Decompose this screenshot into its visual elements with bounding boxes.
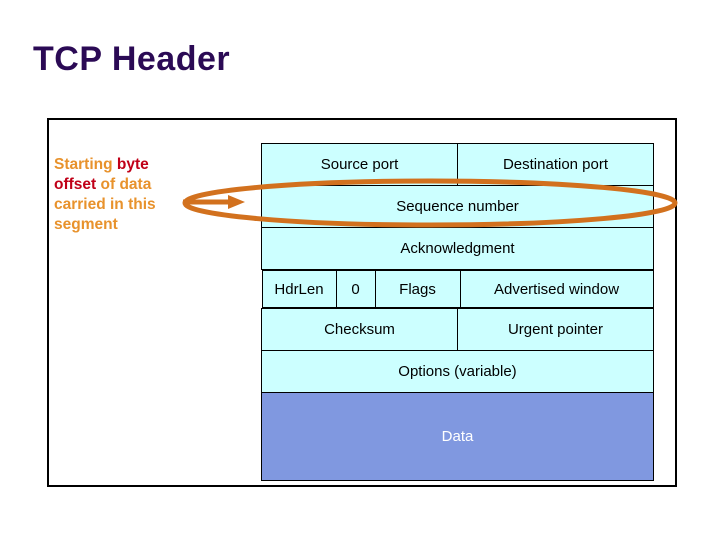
- header-row-sequence: Sequence number: [261, 185, 654, 228]
- annotation-line4: segment: [54, 216, 118, 233]
- field-sequence-number: Sequence number: [261, 185, 654, 228]
- field-data-payload: Data: [261, 392, 654, 481]
- field-urgent-pointer: Urgent pointer: [457, 308, 654, 351]
- annotation-line2-suffix: of data: [96, 176, 152, 193]
- content-frame: [47, 118, 677, 487]
- annotation-line1-prefix: Starting: [54, 156, 117, 173]
- header-row-flags: HdrLen 0 Flags Advertised window: [261, 270, 654, 309]
- field-flags: Flags: [374, 270, 461, 308]
- field-source-port: Source port: [261, 143, 458, 186]
- annotation-line3: carried in this: [54, 196, 156, 213]
- field-hdr-len: HdrLen: [261, 270, 337, 308]
- field-checksum: Checksum: [261, 308, 458, 351]
- annotation-line2-emphasis: offset: [54, 176, 97, 193]
- field-reserved-zero: 0: [335, 270, 376, 308]
- page-title: TCP Header: [33, 40, 231, 78]
- annotation-line1-emphasis: byte: [116, 156, 149, 173]
- annotation-caption: Starting byte offset of data carried in …: [54, 155, 234, 235]
- header-row-acknowledgment: Acknowledgment: [261, 227, 654, 270]
- field-destination-port: Destination port: [457, 143, 654, 186]
- header-row-options: Options (variable): [261, 350, 654, 393]
- tcp-header-diagram: Source port Destination port Sequence nu…: [261, 143, 654, 481]
- field-options: Options (variable): [261, 350, 654, 393]
- header-row-checksum: Checksum Urgent pointer: [261, 308, 654, 351]
- field-acknowledgment: Acknowledgment: [261, 227, 654, 270]
- field-advertised-window: Advertised window: [459, 270, 654, 308]
- header-row-ports: Source port Destination port: [261, 143, 654, 186]
- header-row-data: Data: [261, 392, 654, 481]
